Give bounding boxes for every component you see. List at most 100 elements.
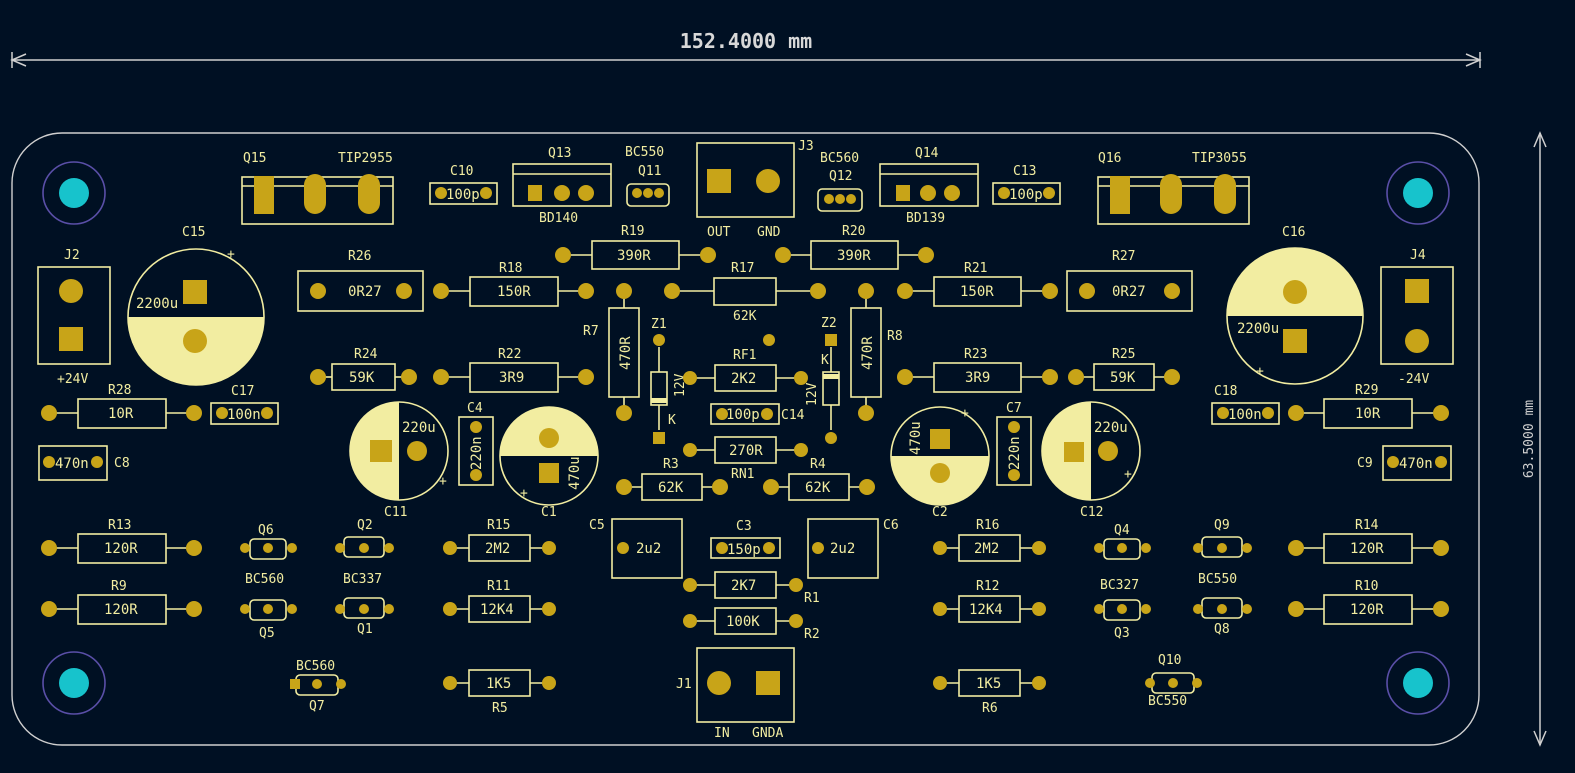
transistor-q12: BC560 Q12 [817,151,863,212]
c3-ref: C3 [736,519,752,534]
r18-ref: R18 [499,261,522,276]
q15-value: TIP2955 [338,151,393,166]
transistor-q5: Q5 [240,599,297,641]
c7-value: 220n [1007,436,1023,470]
resistor-r3: R3 62K [616,457,728,501]
mounting-hole-top-right [1386,161,1450,225]
r25-ref: R25 [1112,347,1135,362]
c17-value: 100n [227,407,261,423]
c9-ref: C9 [1357,456,1373,471]
board-outline [11,132,1480,746]
capacitor-c17: C17 100n [210,384,279,425]
r25-value: 59K [1110,370,1136,386]
r5-value: 1K5 [486,676,511,692]
r12-ref: R12 [976,579,999,594]
c8-ref: C8 [114,456,130,471]
r13-ref: R13 [108,518,131,533]
c12-value: 220u [1094,420,1128,436]
q6-ref: Q6 [258,523,274,538]
c11-ref: C11 [384,505,407,520]
width-dimension-label: 152.4000 mm [680,29,812,53]
rf1-value: 2K2 [731,371,756,387]
z2-value: 12V [805,382,820,406]
resistor-r27: R27 0R27 [1066,249,1193,312]
r2-value: 100K [726,614,760,630]
transistor-q4: Q4 [1094,523,1151,560]
capacitor-c4: C4 220n [458,401,494,486]
q15-ref: Q15 [243,151,266,166]
r4-value: 62K [805,480,831,496]
r13-value: 120R [104,541,138,557]
resistor-r8: R8 470R [850,283,903,421]
r29-value: 10R [1355,406,1381,422]
rf1-ref: RF1 [733,348,756,363]
j1-ref: J1 [676,677,692,692]
q11-ref: Q11 [638,164,661,179]
resistor-r6: 1K5 R6 [933,669,1046,716]
r16-value: 2M2 [974,541,999,557]
connector-j1: J1 IN GNDA [676,647,795,741]
r1-value: 2K7 [731,578,756,594]
c10-value: 100p [446,187,480,203]
capacitor-c9: 470n C9 [1357,445,1452,481]
r22-value: 3R9 [499,370,524,386]
transistor-q1: Q1 [335,597,394,637]
resistor-r4: R4 62K [763,457,875,501]
transistor-q13: Q13 BD140 [512,146,612,226]
r2-ref: R2 [804,627,820,642]
c6-value: 2u2 [830,541,855,557]
r24-ref: R24 [354,347,378,362]
resistor-r17: R17 62K [664,261,826,324]
capacitor-c3: C3 150p [710,519,781,559]
resistor-r5: 1K5 R5 [443,669,556,716]
mounting-hole-top-left [42,161,106,225]
resistor-r11: R11 12K4 [443,579,556,623]
resistor-r20: R20 390R [775,224,934,270]
c2-value: 470u [908,421,924,455]
r6-ref: R6 [982,701,998,716]
j4-ref: J4 [1410,248,1426,263]
zener-z2: Z2 12V K [805,316,840,444]
resistor-r29: R29 10R [1288,383,1449,429]
j4-value: -24V [1398,372,1429,387]
c18-value: 100n [1228,407,1262,423]
svg-text:+: + [961,406,969,421]
capacitor-c8: 470n C8 [38,445,130,481]
r18-value: 150R [497,284,531,300]
resistor-r13: R13 120R [41,518,202,564]
c3-value: 150p [727,542,761,558]
resistor-r12: R12 12K4 [933,579,1046,623]
r14-ref: R14 [1355,518,1379,533]
c7-ref: C7 [1006,401,1022,416]
c5-ref: C5 [589,518,605,533]
resistor-r18: R18 150R [433,261,594,307]
connector-j4: J4 -24V [1380,248,1454,387]
transistor-q7: BC560 Q7 [290,659,346,714]
transistor-q14: Q14 BD139 [879,146,979,226]
c9-value: 470n [1399,456,1433,472]
c10-ref: C10 [450,164,473,179]
q5-ref: Q5 [259,626,275,641]
r4-ref: R4 [810,457,826,472]
resistor-r21: R21 150R [897,261,1058,307]
q7-value: BC560 [296,659,335,674]
z2-cathode: K [821,353,829,368]
r16-ref: R16 [976,518,999,533]
resistor-r28: R28 10R [41,383,202,429]
r9-value: 120R [104,602,138,618]
resistor-r23: R23 3R9 [897,347,1058,393]
r7-ref: R7 [583,324,599,339]
q2-value: BC337 [343,572,382,587]
zener-z1: Z1 12V K [650,317,688,444]
transistor-q9: Q9 [1193,518,1252,558]
svg-text:+: + [1124,467,1132,482]
resistor-r16: R16 2M2 [933,518,1046,562]
q12-value: BC560 [820,151,859,166]
r26-ref: R26 [348,249,371,264]
resistor-r9: R9 120R [41,579,202,625]
r21-value: 150R [960,284,994,300]
resistor-r1: 2K7 R1 [683,571,820,606]
q9-ref: Q9 [1214,518,1230,533]
q13-ref: Q13 [548,146,571,161]
